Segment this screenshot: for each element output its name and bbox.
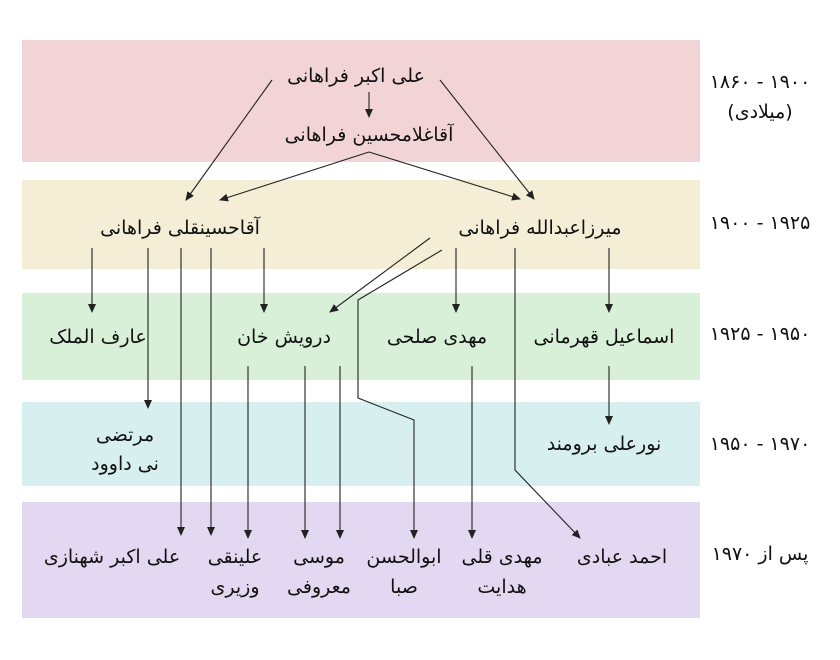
node-mousa-maroufi-line2: معروفی <box>287 576 351 598</box>
node-morteza-neidavoud-line2: نی داوود <box>91 453 159 475</box>
node-mehdi-solhi: مهدی صلحی <box>387 326 487 348</box>
edge-mirzaabdollah-to-saba <box>357 249 443 539</box>
node-abolhassan-saba-line2: صبا <box>390 576 418 598</box>
era-label-4: ۱۹۵۰ - ۱۹۷۰ <box>710 433 811 455</box>
era-label-1: ۱۸۶۰ - ۱۹۰۰ <box>710 71 811 93</box>
era-band-after-1970 <box>22 502 700 618</box>
edge-aliakbar-to-mirzaabdollah <box>439 79 535 200</box>
node-mousa-maroufi-line1: موسی <box>293 546 345 568</box>
node-aghahosseingholi-farahani: آقاحسینقلی فراهانی <box>100 215 261 239</box>
era-label-5: پس از ۱۹۷۰ <box>712 543 809 565</box>
node-esmaeil-ghahremani: اسماعیل قهرمانی <box>534 326 675 348</box>
edge-aghagholam-to-aghahosseingholi <box>219 151 370 202</box>
node-aghagholamhossein-farahani: آقاغلامحسین فراهانی <box>285 122 455 146</box>
node-ahmad-ebadi: احمد عبادی <box>577 546 667 568</box>
era-band-1860-1900 <box>22 40 700 162</box>
person-nodes: علی اکبر فراهانی آقاغلامحسین فراهانی آقا… <box>44 65 675 598</box>
node-nourali-boroumand: نورعلی برومند <box>547 433 662 455</box>
era-label-1-unit: (میلادی) <box>727 101 792 123</box>
node-abolhassan-saba-line1: ابوالحسن <box>366 546 441 568</box>
era-band-1925-1950 <box>22 293 700 380</box>
edge-aliakbar-to-aghahosseingholi <box>185 79 273 201</box>
edge-mirzaabdollah-to-darvish <box>329 237 431 313</box>
node-mirza-abdollah-farahani: میرزاعبدالله فراهانی <box>458 217 621 239</box>
node-morteza-neidavoud-line1: مرتضی <box>96 424 154 446</box>
node-alinaghi-vaziri-line1: علینقی <box>208 546 263 568</box>
era-band-1950-1970 <box>22 402 700 486</box>
node-mehdigholi-hedayat-line1: مهدی قلی <box>461 546 542 568</box>
edge-aghagholam-to-mirzaabdollah <box>368 151 521 201</box>
node-ali-akbar-shahnazi: علی اکبر شهنازی <box>44 546 180 568</box>
node-darvish-khan: درویش خان <box>237 326 331 348</box>
era-label-2: ۱۹۰۰ - ۱۹۲۵ <box>710 212 811 234</box>
node-ali-akbar-farahani: علی اکبر فراهانی <box>287 65 425 87</box>
era-label-3: ۱۹۲۵ - ۱۹۵۰ <box>710 323 811 345</box>
edge-mirzaabdollah-to-ebadi <box>514 248 581 539</box>
node-alinaghi-vaziri-line2: وزیری <box>211 576 260 598</box>
lineage-edges <box>88 79 613 539</box>
node-aref-almolk: عارف الملک <box>49 326 146 348</box>
node-mehdigholi-hedayat-line2: هدایت <box>477 576 526 598</box>
era-band-1900-1925 <box>22 180 700 269</box>
